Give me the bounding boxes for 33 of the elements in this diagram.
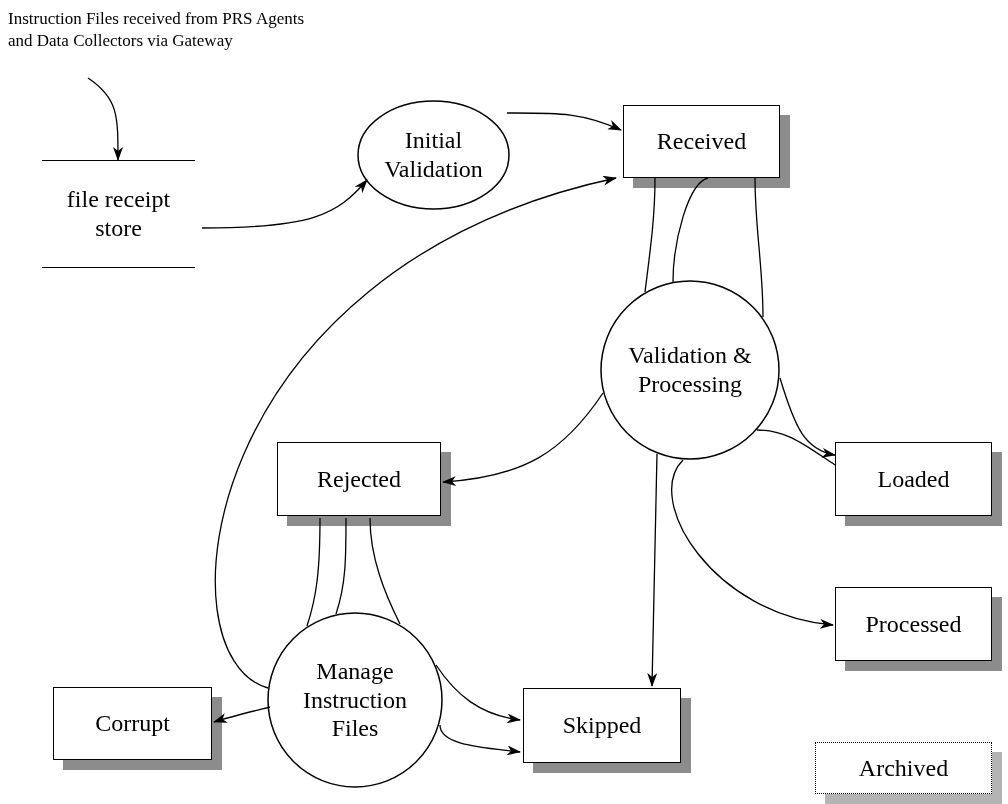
node-label: Processed	[865, 609, 962, 639]
connector-line	[306, 517, 321, 627]
process-circle	[267, 612, 443, 788]
arrow	[213, 706, 271, 723]
arrow	[442, 392, 604, 486]
arrow	[435, 664, 521, 723]
connector-line	[644, 177, 656, 293]
node-label: Skipped	[562, 711, 642, 740]
node-label: Archived	[858, 753, 949, 783]
arrow	[671, 459, 834, 628]
arrow	[779, 377, 836, 457]
process-circle	[357, 100, 510, 210]
arrow	[506, 112, 622, 131]
connector-line	[335, 517, 347, 615]
arrow	[439, 724, 521, 756]
note-text: Instruction Files received from PRS Agents and Data Collectors via Gateway	[8, 8, 306, 53]
node-label: Validation & Processing	[627, 341, 753, 399]
connector-line	[369, 517, 401, 625]
node-label: Manage Instruction Files	[302, 656, 408, 744]
process-circle	[600, 280, 780, 460]
arrow	[215, 176, 617, 689]
arrow	[647, 453, 658, 687]
arrow	[201, 179, 368, 229]
connector-line	[754, 177, 764, 318]
connector-line	[756, 429, 836, 466]
node-label: Loaded	[877, 464, 950, 494]
connector-line	[672, 177, 709, 283]
node-label: Initial Validation	[383, 126, 484, 184]
arrow	[87, 77, 123, 161]
node-label: file receipt store	[65, 185, 172, 243]
node-label: Rejected	[317, 464, 401, 494]
node-label: Received	[656, 127, 747, 156]
node-label: Corrupt	[95, 709, 170, 738]
